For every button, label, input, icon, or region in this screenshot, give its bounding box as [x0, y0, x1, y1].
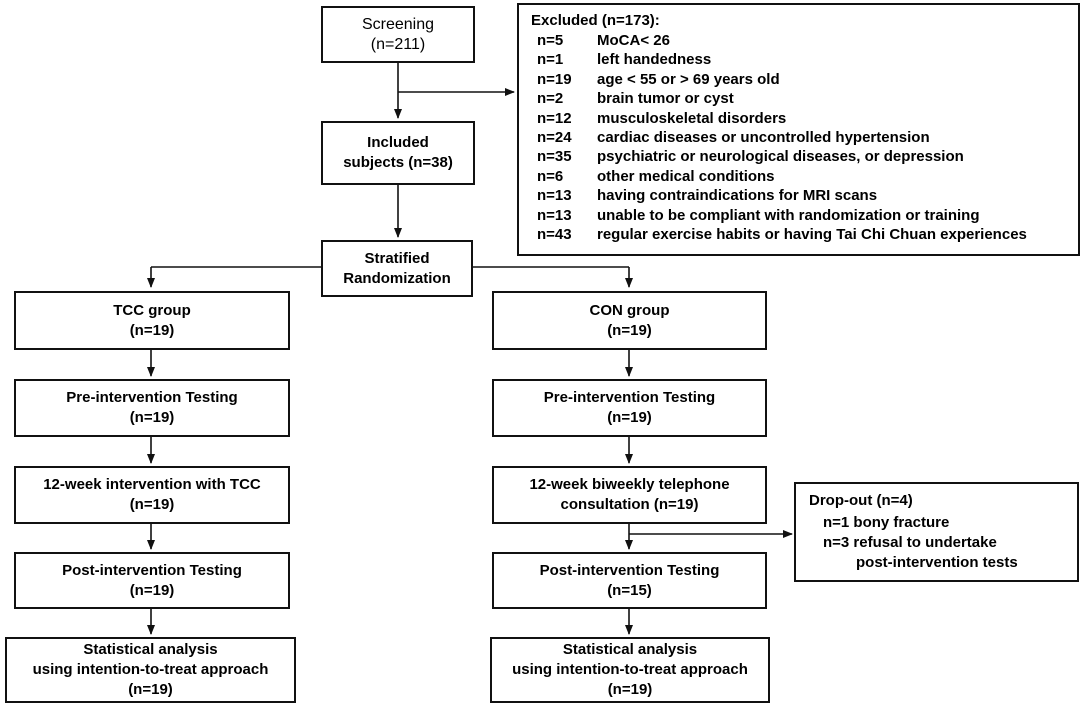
- dropout-line1: n=1 bony fracture: [823, 514, 950, 531]
- con-analysis-line2: using intention-to-treat approach: [512, 661, 748, 678]
- tcc-group-label: TCC group: [113, 301, 191, 319]
- excluded-item-count: n=43: [537, 226, 572, 243]
- randomization-line2: Randomization: [343, 269, 451, 287]
- excluded-title: Excluded (n=173):: [531, 12, 660, 29]
- con-analysis-box: Statistical analysis using intention-to-…: [490, 637, 770, 703]
- con-intervention-count: consultation (n=19): [560, 496, 699, 513]
- excluded-item-reason: brain tumor or cyst: [597, 90, 734, 108]
- con-group-label: CON group: [589, 301, 670, 319]
- tcc-post-testing-label: Post-intervention Testing: [62, 561, 242, 579]
- excluded-item-reason: cardiac diseases or uncontrolled hyperte…: [597, 129, 930, 146]
- excluded-item: n=2 brain tumor or cyst: [537, 89, 734, 108]
- excluded-box: Excluded (n=173): n=5 MoCA< 26 n=1 left ha…: [517, 3, 1080, 256]
- excluded-item: n=13 unable to be compliant with randomiz…: [537, 206, 980, 225]
- excluded-item: n=12 musculoskeletal disorders: [537, 109, 786, 128]
- tcc-intervention-box: 12-week intervention with TCC (n=19): [14, 466, 290, 524]
- dropout-title: Drop-out (n=4): [809, 492, 913, 509]
- dropout-line2: n=3 refusal to undertake: [823, 534, 997, 551]
- con-post-testing-label: Post-intervention Testing: [539, 561, 720, 579]
- included-box: Included subjects (n=38): [321, 121, 475, 185]
- tcc-group-box: TCC group (n=19): [14, 291, 290, 350]
- excluded-item-count: n=13: [537, 187, 572, 205]
- excluded-item-count: n=1: [537, 51, 564, 69]
- excluded-item: n=24 cardiac diseases or uncontrolled hyp…: [537, 128, 930, 147]
- con-pre-testing-box: Pre-intervention Testing (n=19): [492, 379, 767, 437]
- dropout-line3: post-intervention tests: [856, 554, 1018, 571]
- tcc-post-testing-count: (n=19): [129, 581, 175, 599]
- con-group-box: CON group (n=19): [492, 291, 767, 350]
- excluded-item: n=19 age < 55 or > 69 years old: [537, 70, 780, 89]
- con-intervention-box: 12-week biweekly telephone consultation …: [492, 466, 767, 524]
- excluded-item-reason: left handedness: [597, 51, 712, 69]
- tcc-analysis-box: Statistical analysis using intention-to-…: [5, 637, 296, 703]
- excluded-item-reason: regular exercise habits or having Tai Ch…: [597, 226, 1027, 243]
- con-pre-testing-label: Pre-intervention Testing: [543, 389, 716, 406]
- excluded-item-reason: having contraindications for MRI scans: [597, 187, 878, 205]
- excluded-item-reason: age < 55 or > 69 years old: [597, 70, 780, 88]
- con-post-testing-box: Post-intervention Testing (n=15): [492, 552, 767, 609]
- tcc-intervention-count: (n=19): [129, 496, 175, 513]
- excluded-item-count: n=24: [537, 129, 572, 146]
- excluded-item: n=6 other medical conditions: [537, 167, 775, 186]
- excluded-item-count: n=13: [537, 206, 572, 224]
- tcc-post-testing-box: Post-intervention Testing (n=19): [14, 552, 290, 609]
- dropout-box: Drop-out (n=4) n=1 bony fracture n=3 ref…: [794, 482, 1079, 582]
- con-analysis-line1: Statistical analysis: [562, 641, 698, 658]
- tcc-analysis-line1: Statistical analysis: [83, 641, 218, 658]
- excluded-item-reason: unable to be compliant with randomizatio…: [597, 206, 980, 224]
- excluded-item-reason: psychiatric or neurological diseases, or…: [597, 148, 964, 166]
- tcc-group-count: (n=19): [129, 321, 175, 339]
- excluded-item-count: n=2: [537, 90, 564, 108]
- excluded-item-reason: MoCA< 26: [597, 32, 670, 49]
- screening-box: Screening (n=211): [321, 6, 475, 63]
- randomization-box: Stratified Randomization: [321, 240, 473, 297]
- con-analysis-count: (n=19): [607, 681, 653, 698]
- randomization-line1: Stratified: [364, 249, 430, 267]
- excluded-item-count: n=12: [537, 109, 572, 127]
- excluded-item-count: n=35: [537, 148, 572, 166]
- con-group-count: (n=19): [607, 321, 652, 339]
- excluded-item: n=35 psychiatric or neurological diseases…: [537, 147, 964, 166]
- tcc-pre-testing-label: Pre-intervention Testing: [66, 389, 238, 406]
- excluded-item-reason: other medical conditions: [597, 167, 775, 185]
- tcc-pre-testing-box: Pre-intervention Testing (n=19): [14, 379, 290, 437]
- excluded-item: n=13 having contraindications for MRI sca…: [537, 186, 877, 205]
- excluded-item: n=5 MoCA< 26: [537, 31, 670, 50]
- included-line2: subjects (n=38): [343, 154, 453, 171]
- excluded-item: n=1 left handedness: [537, 50, 711, 69]
- con-intervention-label: 12-week biweekly telephone: [529, 476, 730, 493]
- tcc-pre-testing-count: (n=19): [129, 409, 175, 426]
- screening-count: (n=211): [370, 35, 426, 53]
- tcc-intervention-label: 12-week intervention with TCC: [43, 476, 261, 493]
- excluded-item-count: n=19: [537, 70, 572, 88]
- excluded-item-reason: musculoskeletal disorders: [597, 109, 787, 127]
- tcc-analysis-count: (n=19): [128, 681, 173, 698]
- included-line1: Included: [367, 134, 429, 151]
- screening-title: Screening: [361, 15, 435, 33]
- excluded-item-count: n=6: [537, 167, 564, 185]
- con-pre-testing-count: (n=19): [607, 409, 652, 426]
- excluded-item-count: n=5: [537, 32, 564, 49]
- tcc-analysis-line2: using intention-to-treat approach: [32, 661, 269, 678]
- con-post-testing-count: (n=15): [607, 581, 652, 599]
- excluded-item: n=43 regular exercise habits or having Ta…: [537, 225, 1027, 244]
